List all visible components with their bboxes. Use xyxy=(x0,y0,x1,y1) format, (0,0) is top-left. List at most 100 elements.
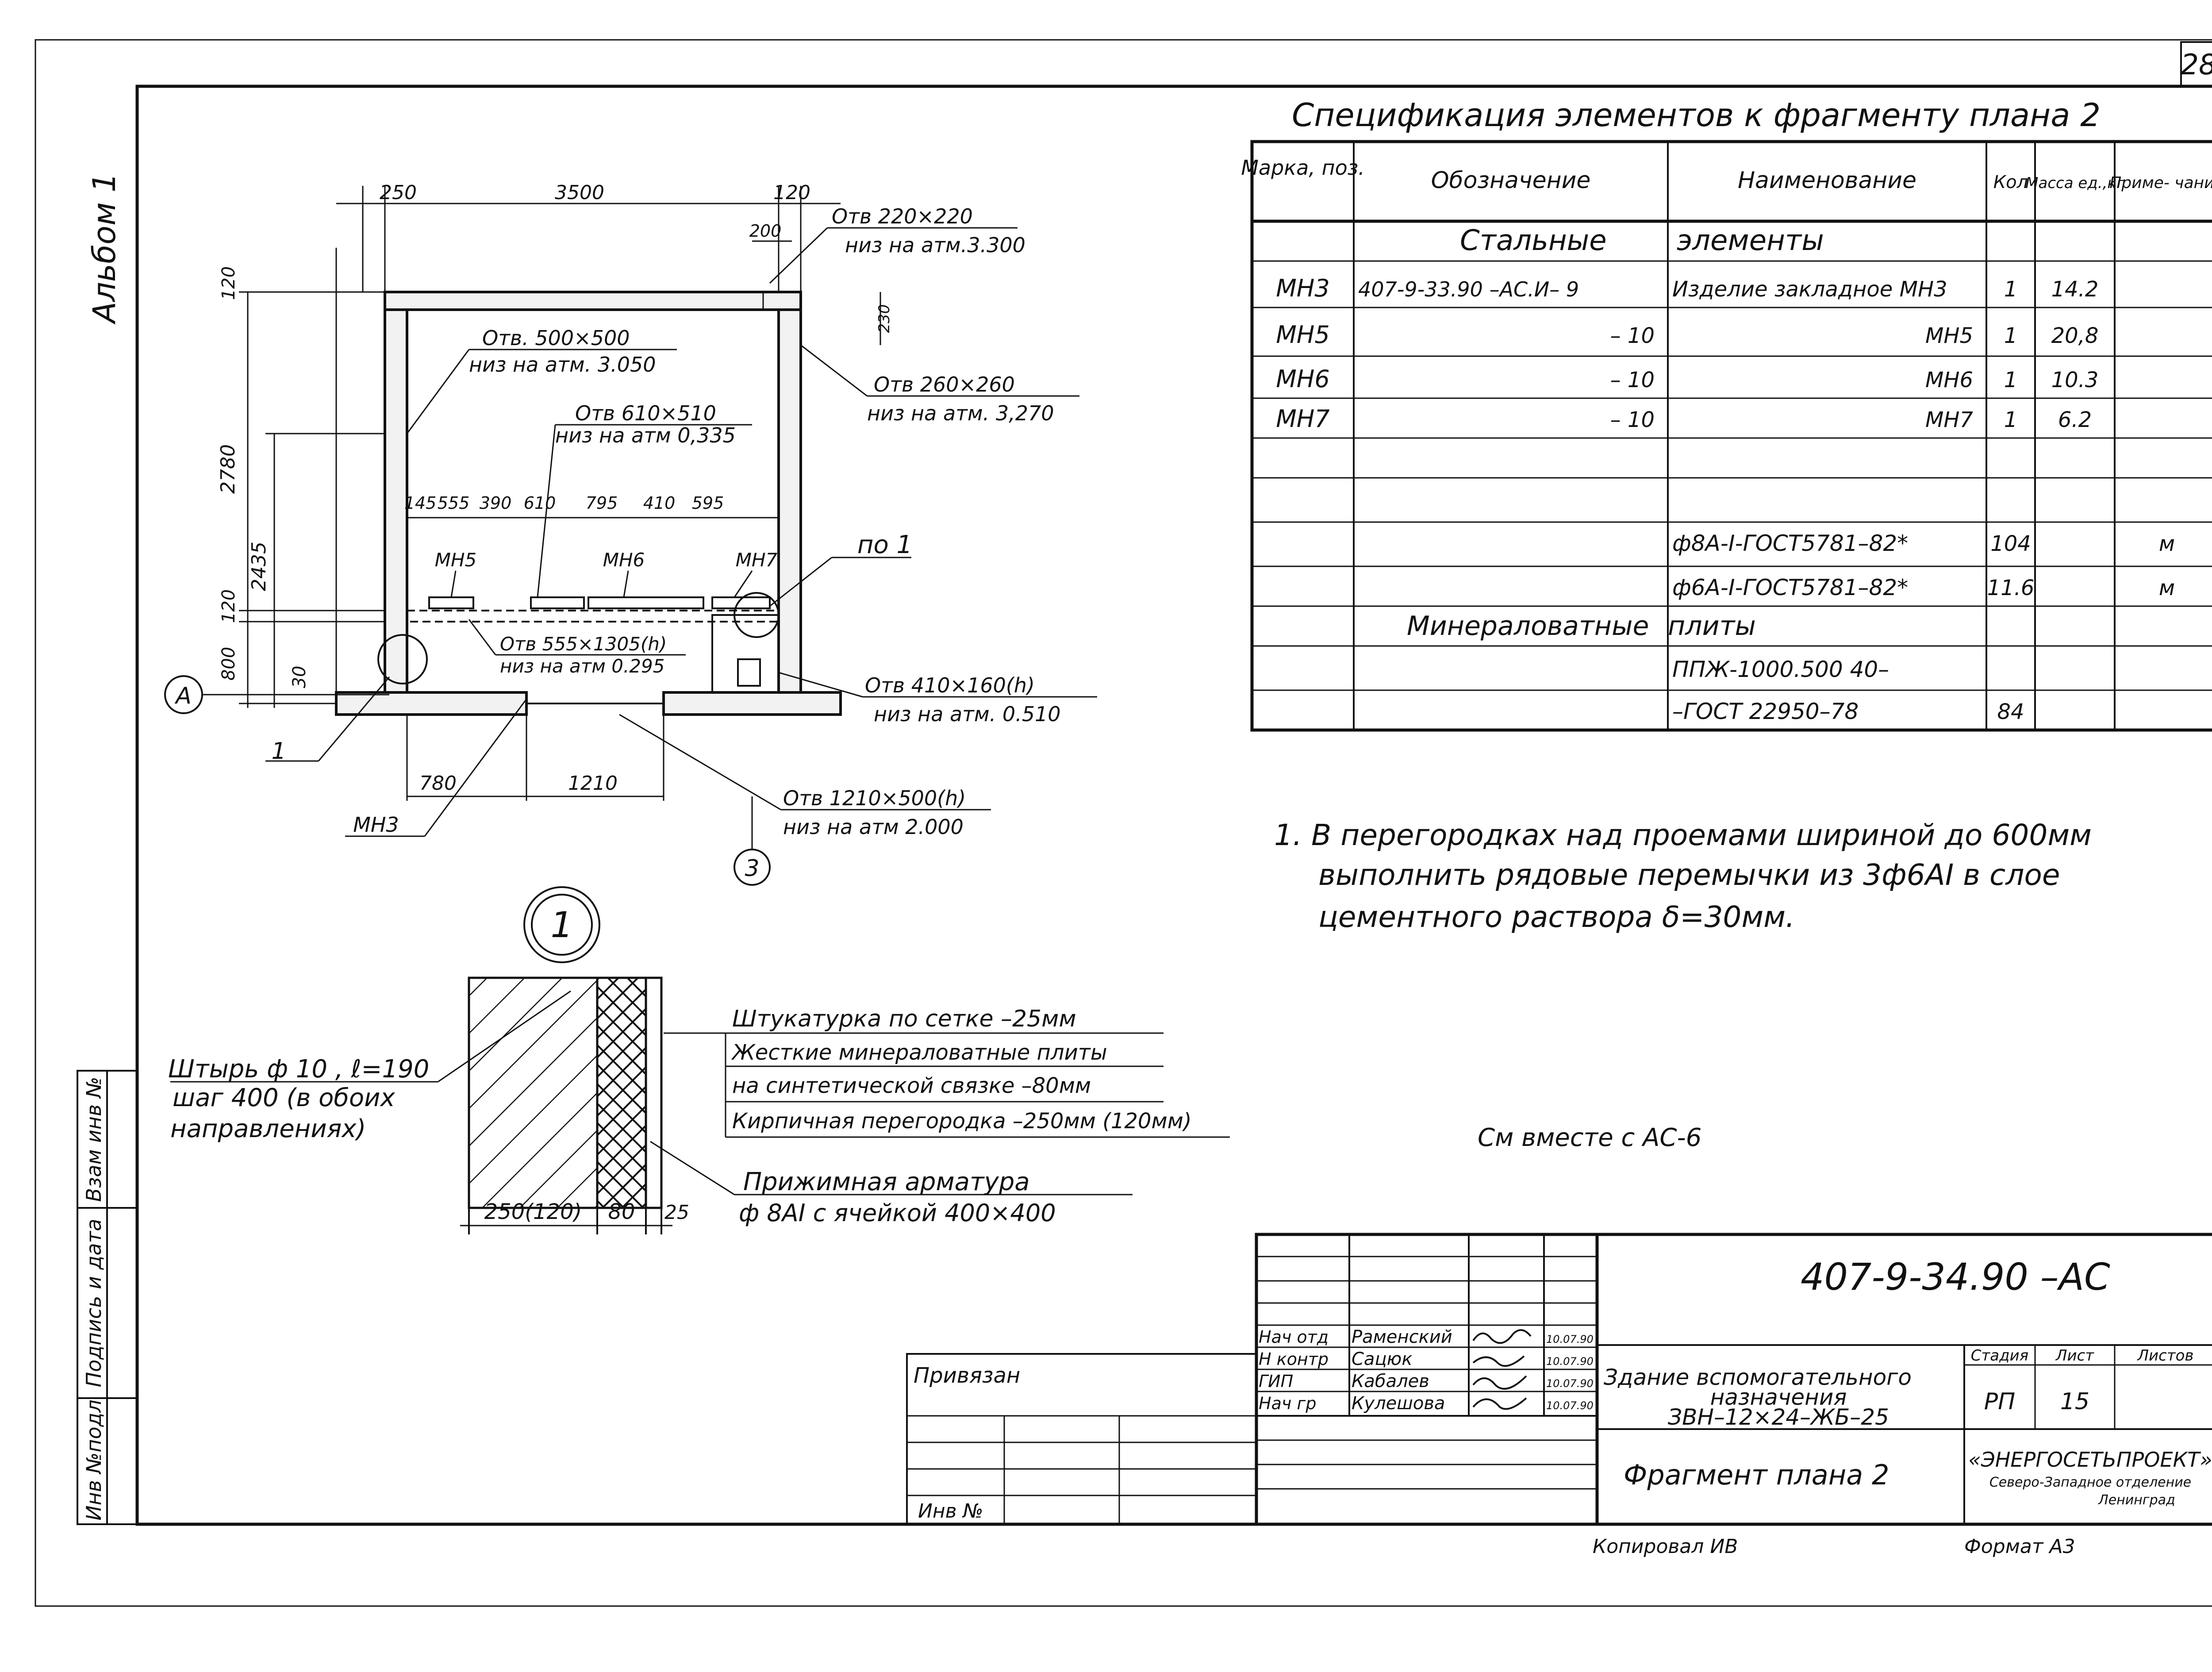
sheet-header: Лист xyxy=(2055,1347,2094,1365)
footer-format: Формат А3 xyxy=(1964,1535,2075,1558)
dim-410: 410 xyxy=(643,493,676,513)
svg-text:Отв 555×1305(h): Отв 555×1305(h) xyxy=(500,633,667,655)
signature-scribbles xyxy=(1472,1329,1532,1410)
side-stamp-strip: Инв №подл Подпись и дата Взам инв № xyxy=(77,1070,138,1525)
spec-section-steel-2: элементы xyxy=(1677,224,1824,257)
svg-text:– 10: – 10 xyxy=(1610,407,1655,432)
inv-label: Инв № xyxy=(918,1500,983,1522)
org-subtitle: Северо-Западное отделение xyxy=(1989,1475,2191,1490)
spec-row-mh6: МН6 – 10 МН6 1 10.3 xyxy=(1276,365,2098,393)
svg-text:Изделие закладное МН3: Изделие закладное МН3 xyxy=(1672,277,1947,302)
spec-header-note: Приме- чание xyxy=(2109,174,2212,192)
building-line-2: назначения xyxy=(1710,1384,1847,1410)
pin-note-line-3: направлениях) xyxy=(170,1115,366,1143)
layer-4: Кирпичная перегородка –250мм (120мм) xyxy=(732,1109,1192,1134)
dim-120: 120 xyxy=(773,181,810,204)
svg-text:10.07.90: 10.07.90 xyxy=(1546,1333,1594,1345)
svg-text:84: 84 xyxy=(1997,700,2024,724)
svg-text:10.07.90: 10.07.90 xyxy=(1546,1355,1594,1368)
svg-text:Кулешова: Кулешова xyxy=(1352,1393,1445,1414)
detail-number-outer xyxy=(523,886,600,963)
dim-555: 555 xyxy=(438,493,470,513)
dim-800: 800 xyxy=(219,647,239,680)
svg-text:20,8: 20,8 xyxy=(2051,323,2099,348)
svg-text:МН7: МН7 xyxy=(1276,405,1330,433)
opening-note-6: Отв 410×160(h) низ на атм. 0.510 xyxy=(778,672,1097,726)
note-line-2: выполнить рядовые перемычки из 3ф6АI в с… xyxy=(1318,858,2060,892)
plan-wall-right xyxy=(777,291,802,700)
mark-mh6: МН6 xyxy=(603,549,645,571)
svg-text:низ на атм 2.000: низ на атм 2.000 xyxy=(783,815,964,839)
detail-number: 1 xyxy=(551,904,573,946)
svg-text:1: 1 xyxy=(2004,368,2018,392)
dim-795: 795 xyxy=(586,493,618,513)
svg-text:6.2: 6.2 xyxy=(2058,407,2092,432)
svg-text:Отв. 500×500: Отв. 500×500 xyxy=(482,326,630,350)
axis-a: А xyxy=(174,683,192,709)
dim-2780: 2780 xyxy=(217,444,239,494)
clamp-note-line-2: ф 8AI с ячейкой 400×400 xyxy=(739,1199,1056,1227)
building-line-1: Здание вспомогательного xyxy=(1604,1365,1912,1390)
plan-wall-top xyxy=(384,291,802,311)
svg-text:10.07.90: 10.07.90 xyxy=(1546,1399,1594,1412)
svg-text:Отв 260×260: Отв 260×260 xyxy=(874,373,1015,396)
detail-dim-25: 25 xyxy=(664,1201,689,1224)
svg-text:низ на атм. 3.050: низ на атм. 3.050 xyxy=(469,353,656,377)
svg-text:МН3: МН3 xyxy=(1276,274,1330,302)
title-block: Привязан Инв № 407-9-34.90 –АС Нач отд Р… xyxy=(906,1233,2212,1526)
svg-text:низ на атм 0,335: низ на атм 0,335 xyxy=(555,423,736,447)
opening-note-3: Отв 260×260 низ на атм. 3,270 xyxy=(800,344,1079,425)
note-line-3: цементного раствора δ=30мм. xyxy=(1318,900,1795,934)
svg-text:Нач гр: Нач гр xyxy=(1259,1394,1316,1413)
detail-plaster-layer xyxy=(645,976,663,1209)
spec-section-steel: Стальные xyxy=(1460,224,1607,257)
spec-row-mh3: МН3 407-9-33.90 –АС.И– 9 Изделие закладн… xyxy=(1276,274,2098,302)
dim-30: 30 xyxy=(289,666,310,688)
svg-text:МН6: МН6 xyxy=(1276,365,1330,393)
general-note: 1. В перегородках над проемами шириной д… xyxy=(1274,818,2092,1152)
svg-text:низ на атм.3.300: низ на атм.3.300 xyxy=(845,233,1025,257)
pin-note-line-1: Штырь ф 10 , ℓ=190 xyxy=(168,1055,429,1084)
spec-title: Спецификация элементов к фрагменту плана… xyxy=(1292,96,2101,134)
layer-2: Жесткие минераловатные плиты xyxy=(731,1040,1107,1065)
sheets-header: Листов xyxy=(2136,1347,2193,1365)
svg-text:– 10: – 10 xyxy=(1610,368,1655,392)
stage-header: Стадия xyxy=(1971,1347,2028,1365)
dim-780: 780 xyxy=(419,772,457,795)
stamp-role-3: ГИП Кабалев 10.07.90 xyxy=(1259,1371,1594,1391)
spec-row-gost: –ГОСТ 22950–78 84 xyxy=(1672,699,2024,724)
spec-row-ppzh: ППЖ-1000.500 40– xyxy=(1672,657,1889,682)
opening-note-7: Отв 1210×500(h) низ на атм 2.000 xyxy=(619,714,991,839)
side-label-signature: Подпись и дата xyxy=(82,1218,106,1387)
side-label-replace: Взам инв № xyxy=(82,1076,106,1202)
dim-2435: 2435 xyxy=(248,542,270,591)
dim-595: 595 xyxy=(692,493,724,513)
spec-section-mineral: Минераловатные xyxy=(1407,611,1649,642)
clamp-note-line-1: Прижимная арматура xyxy=(743,1168,1030,1196)
svg-text:ППЖ-1000.500 40–: ППЖ-1000.500 40– xyxy=(1672,657,1889,682)
dim-120-left: 120 xyxy=(219,266,239,300)
svg-text:–ГОСТ 22950–78: –ГОСТ 22950–78 xyxy=(1672,699,1859,724)
opening-note-1: Отв 220×220 низ на атм.3.300 xyxy=(769,204,1025,284)
tied-label: Привязан xyxy=(914,1363,1020,1388)
dim-230: 230 xyxy=(876,304,893,333)
opening-note-2: Отв. 500×500 низ на атм. 3.050 xyxy=(406,326,677,434)
plan-small-room xyxy=(711,614,780,693)
outer-trim-frame xyxy=(35,39,2212,1607)
plan-callout-1: 1 xyxy=(271,738,286,765)
svg-text:ф8А-I-ГОСТ5781–82*: ф8А-I-ГОСТ5781–82* xyxy=(1672,530,1908,556)
svg-text:Отв 610×510: Отв 610×510 xyxy=(575,401,716,425)
org-city: Ленинград xyxy=(2098,1492,2175,1508)
spec-row-mh5: МН5 – 10 МН5 1 20,8 xyxy=(1276,321,2098,349)
svg-text:ГИП: ГИП xyxy=(1259,1372,1293,1391)
svg-text:Сацюк: Сацюк xyxy=(1352,1349,1413,1369)
stamp-role-1: Нач отд Раменский 10.07.90 xyxy=(1259,1327,1594,1347)
layer-1: Штукатурка по сетке –25мм xyxy=(732,1006,1076,1032)
org-name: «ЭНЕРГОСЕТЬПРОЕКТ» xyxy=(1968,1448,2212,1472)
svg-text:низ на атм 0.295: низ на атм 0.295 xyxy=(500,655,664,677)
dim-1210: 1210 xyxy=(568,772,618,795)
layer-3: на синтетической связке –80мм xyxy=(732,1073,1091,1098)
opening-note-5: Отв 555×1305(h) низ на атм 0.295 xyxy=(468,619,686,677)
spec-section-mineral-2: плиты xyxy=(1668,611,1756,642)
